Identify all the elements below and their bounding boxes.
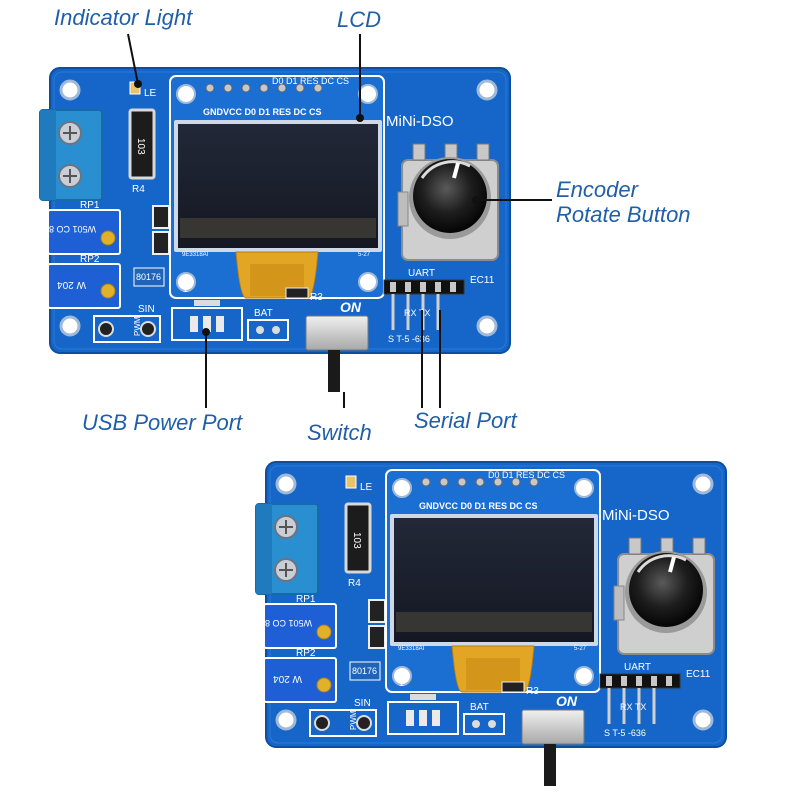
board-name-label: MiNi-DSO [602, 507, 670, 524]
oled-date-label: 5-27 [574, 646, 587, 652]
r3-label: R3 [310, 292, 323, 303]
lcd-pins-label: GNDVCC D0 D1 RES DC CS [419, 501, 538, 511]
pwm-label: PWM [349, 710, 358, 730]
bat-label: BAT [254, 308, 273, 319]
on-label: ON [556, 693, 578, 709]
board-name-label: MiNi-DSO [386, 113, 454, 130]
usb-power-port-callout: USB Power Port [82, 410, 243, 435]
rx-tx-label: RX TX [620, 702, 646, 712]
chip-label: 80176 [352, 666, 377, 676]
bat-label: BAT [470, 702, 489, 713]
indicator-light-callout: Indicator Light [54, 5, 193, 30]
pot1-marking: W501 CO 810 [39, 224, 96, 234]
resistor-value-label: 103 [351, 532, 362, 549]
pot1-label: RP1 [80, 200, 100, 211]
oled-code-label: 9E3318Al [398, 646, 424, 652]
pot2-marking: W 204 [273, 673, 302, 684]
ec11-label: EC11 [686, 669, 711, 680]
pot2-marking: W 204 [57, 279, 86, 290]
sin-label: SIN [138, 304, 155, 315]
sin-label: SIN [354, 698, 371, 709]
resistor-label: R4 [132, 184, 145, 195]
encoder-callout-line2: Rotate Button [556, 202, 691, 227]
resistor-value-label: 103 [135, 138, 146, 155]
ec11-label: EC11 [470, 275, 495, 286]
serial-port-callout: Serial Port [414, 408, 517, 433]
lcd-callout: LCD [337, 7, 382, 32]
pot1-marking: W501 CO 810 [255, 618, 312, 628]
usb-leader-dot [202, 328, 210, 336]
board-bottom: D0 D1 RES DC CS GNDVCC D0 D1 RES DC CS M… [254, 460, 728, 788]
on-label: ON [340, 299, 362, 315]
board-top: D0 D1 RES DC CS GNDVCC D0 D1 RES DC CS M… [38, 66, 512, 394]
lcd-pins-label: GNDVCC D0 D1 RES DC CS [203, 107, 322, 117]
resistor-label: R4 [348, 578, 361, 589]
led-label: LE [144, 88, 157, 99]
serial-code-label: S T-5 -636 [604, 728, 646, 738]
uart-label: UART [408, 268, 435, 279]
pot1-label: RP1 [296, 594, 316, 605]
pot2-label: RP2 [296, 648, 316, 659]
indicator-light-leader [127, 33, 139, 85]
encoder-leader-dot [472, 196, 480, 204]
pot2-label: RP2 [80, 254, 100, 265]
lcd-leader-dot [356, 114, 364, 122]
oled-date-label: 5-27 [358, 252, 371, 258]
switch-callout: Switch [307, 420, 372, 445]
oled-code-label: 9E3318Al [182, 252, 208, 258]
lcd-pins-top-label: D0 D1 RES DC CS [272, 76, 349, 86]
led-label: LE [360, 482, 373, 493]
indicator-light-leader-dot [134, 80, 142, 88]
serial-code-label: S T-5 -636 [388, 334, 430, 344]
lcd-pins-top-label: D0 D1 RES DC CS [488, 470, 565, 480]
leader-lines [127, 33, 552, 408]
r3-label: R3 [526, 686, 539, 697]
encoder-callout-line1: Encoder [556, 177, 638, 202]
oled-pin1-label: 1 [183, 284, 188, 294]
oled-pin1-label: 1 [399, 678, 404, 688]
rx-tx-label: RX TX [404, 308, 430, 318]
pwm-label: PWM [133, 316, 142, 336]
chip-label: 80176 [136, 272, 161, 282]
uart-label: UART [624, 662, 651, 673]
